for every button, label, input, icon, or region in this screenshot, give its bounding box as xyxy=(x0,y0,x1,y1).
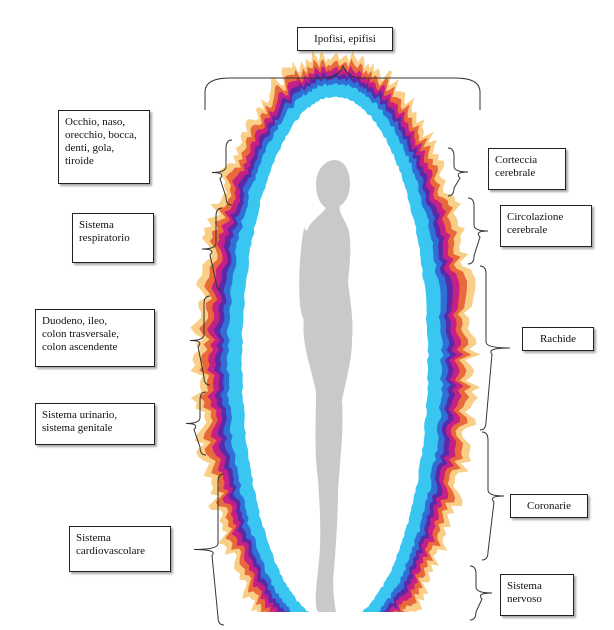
label-eye-nose-ear: Occhio, naso, orecchio, bocca, denti, go… xyxy=(58,110,150,184)
label-cerebral-cortex: Corteccia cerebrale xyxy=(488,148,566,190)
bracket xyxy=(480,266,510,430)
bracket xyxy=(482,432,504,560)
label-pituitary-pineal: Ipofisi, epifisi xyxy=(297,27,393,51)
bracket xyxy=(448,148,468,196)
label-duodenum-colon: Duodeno, ileo, colon trasversale, colon … xyxy=(35,309,155,367)
label-coronary: Coronarie xyxy=(510,494,588,518)
bracket xyxy=(470,566,492,620)
label-nervous-system: Sistema nervoso xyxy=(500,574,574,616)
bracket xyxy=(468,198,488,264)
label-spine: Rachide xyxy=(522,327,594,351)
label-urinary-genital: Sistema urinario, sistema genitale xyxy=(35,403,155,445)
label-cardiovascular: Sistema cardiovascolare xyxy=(69,526,171,572)
label-cerebral-circulation: Circolazione cerebrale xyxy=(500,205,592,247)
label-respiratory: Sistema respiratorio xyxy=(72,213,154,263)
